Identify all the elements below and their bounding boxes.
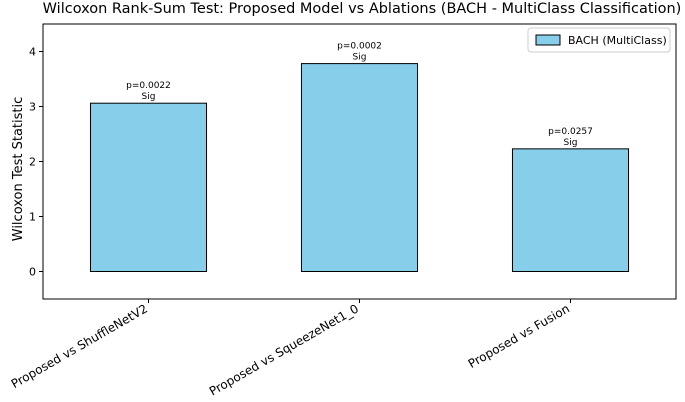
- legend-label: BACH (MultiClass): [568, 34, 667, 47]
- legend-box: [527, 27, 671, 53]
- x-tick-label-2: Proposed vs Fusion: [466, 301, 572, 370]
- legend: BACH (MultiClass): [527, 27, 671, 53]
- y-tick-label-3: 3: [29, 101, 36, 114]
- y-tick-label-2: 2: [29, 156, 36, 169]
- bar-p-value-0: p=0.0022: [126, 81, 171, 91]
- bar-sig-label-2: Sig: [564, 138, 578, 148]
- bar-0: [89, 102, 208, 272]
- bar-1: [300, 63, 419, 272]
- y-tick-label-0: 0: [29, 266, 36, 279]
- chart-title: Wilcoxon Rank-Sum Test: Proposed Model v…: [43, 1, 682, 17]
- bar-p-value-1: p=0.0002: [337, 42, 382, 52]
- bar-p-value-2: p=0.0257: [548, 127, 593, 137]
- legend-swatch: [535, 34, 561, 46]
- x-tick-label-1: Proposed vs SqueezeNet1_0: [207, 301, 361, 398]
- y-tick-label-1: 1: [29, 211, 36, 224]
- y-tick-label-4: 4: [29, 46, 36, 59]
- bar-2: [511, 148, 630, 273]
- bar-sig-label-0: Sig: [142, 92, 156, 102]
- bar-sig-label-1: Sig: [353, 53, 367, 63]
- y-axis-label: Wilcoxon Test Statistic: [11, 97, 26, 242]
- x-tick-label-0: Proposed vs ShuffleNetV2: [9, 301, 150, 391]
